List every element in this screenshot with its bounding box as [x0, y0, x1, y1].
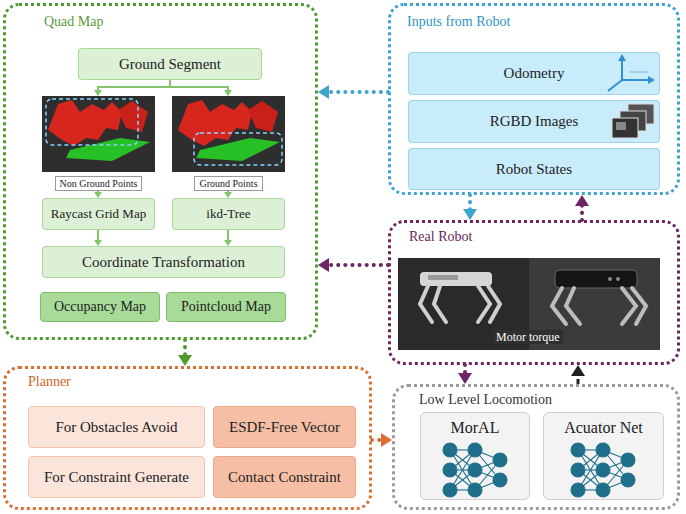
connector: [372, 433, 392, 447]
connector-line: [328, 263, 388, 267]
connector-line: [580, 205, 584, 220]
pointcloud-panel: Non Ground Points: [42, 96, 155, 191]
network-box: Acuator Net: [543, 412, 664, 500]
group-title: Low Level Locomotion: [419, 392, 552, 407]
connector-line: [227, 191, 229, 193]
connector: [94, 80, 170, 96]
planner-box: For Constraint Generate: [28, 456, 205, 498]
input-box-fills: [408, 52, 660, 190]
output-box: Occupancy Map: [40, 292, 160, 322]
connector: [94, 230, 102, 246]
connector-line: [97, 191, 99, 193]
connector: [463, 195, 477, 220]
arrow-head: [571, 365, 585, 376]
image-caption: Motor torque: [493, 330, 563, 344]
box-label: Robot States: [496, 161, 572, 178]
connector: [318, 85, 388, 99]
connector-line: [577, 375, 580, 384]
connector: [178, 340, 192, 366]
connector-line: [372, 438, 382, 442]
box-label: Pointcloud Map: [181, 299, 271, 314]
box-label: ikd-Tree: [206, 207, 250, 221]
connector-line: [170, 80, 228, 91]
group-panel: Quad MapGround SegmentNon Ground Points G…: [3, 3, 318, 340]
connector-line: [328, 90, 388, 94]
box-label: Ground Points: [194, 176, 262, 191]
box-label: ESDF-Free Vector: [229, 419, 340, 436]
box-label: Odometry: [504, 65, 565, 82]
box-label: Raycast Grid Map: [51, 207, 146, 221]
process-box: Ground Segment: [78, 48, 262, 80]
neural-net-icon: [443, 443, 507, 497]
connector: [318, 258, 388, 272]
box-label: For Obstacles Avoid: [55, 419, 177, 436]
connector: [224, 191, 232, 198]
process-box: ikd-Tree: [172, 198, 285, 230]
connector: [571, 365, 585, 384]
box-label: MorAL: [451, 419, 500, 437]
connector-line: [97, 230, 99, 241]
group-title: Real Robot: [409, 229, 472, 244]
group-title: Quad Map: [44, 14, 104, 29]
arrow-head: [318, 258, 329, 272]
box-label: Coordinate Transformation: [82, 254, 245, 271]
planner-box: For Obstacles Avoid: [28, 406, 205, 448]
box-label: Acuator Net: [564, 419, 643, 437]
connector: [575, 195, 589, 220]
network-box: MorAL: [420, 412, 530, 500]
connector-line: [98, 80, 170, 91]
ground-cloud-image: [172, 96, 285, 172]
axes-icon: [608, 54, 655, 91]
group-title: Planner: [28, 374, 71, 389]
input-box: Robot States: [408, 148, 660, 190]
output-box: Pointcloud Map: [166, 292, 286, 322]
box-label: Contact Constraint: [228, 469, 341, 486]
neural-net-icon: [571, 443, 635, 497]
process-box: Coordinate Transformation: [42, 246, 285, 278]
connector-line: [227, 230, 229, 241]
arrow-head: [458, 373, 472, 384]
connector: [458, 365, 472, 384]
non-ground-cloud-image: [42, 96, 155, 172]
box-label: Occupancy Map: [54, 299, 146, 314]
nn-box-fills: [420, 412, 664, 500]
connector: [224, 230, 232, 246]
planner-box: ESDF-Free Vector: [213, 406, 356, 448]
group-panel: PlannerFor Obstacles Avoid ESDF-Free Vect…: [3, 366, 372, 510]
connector-line: [463, 365, 467, 374]
group-panel: Real RobotMotor torque: [388, 220, 680, 365]
group-panel: Low Level LocomotionMorAL Acuator Net: [392, 384, 680, 510]
arrow-head: [381, 433, 392, 447]
group-panel: Inputs from RobotOdometryRGBD ImagesRobo…: [388, 3, 680, 195]
pointcloud-panel: Ground Points: [172, 96, 285, 191]
connector-line: [183, 340, 187, 356]
box-label: RGBD Images: [490, 113, 579, 130]
box-label: Ground Segment: [119, 56, 221, 73]
group-title: Inputs from Robot: [407, 14, 510, 29]
box-label: For Constraint Generate: [44, 469, 189, 486]
process-box: Raycast Grid Map: [42, 198, 155, 230]
connector-line: [468, 195, 472, 210]
arrow-head: [178, 355, 192, 366]
arrow-head: [318, 85, 329, 99]
planner-box: Contact Constraint: [213, 456, 356, 498]
robot-photo: [398, 258, 660, 350]
input-box: RGBD Images: [408, 100, 660, 143]
connector: [170, 80, 232, 96]
connector: [94, 191, 102, 198]
input-box: Odometry: [408, 52, 660, 95]
box-label: Non Ground Points: [55, 176, 143, 191]
image-stack-icon: [612, 104, 654, 138]
